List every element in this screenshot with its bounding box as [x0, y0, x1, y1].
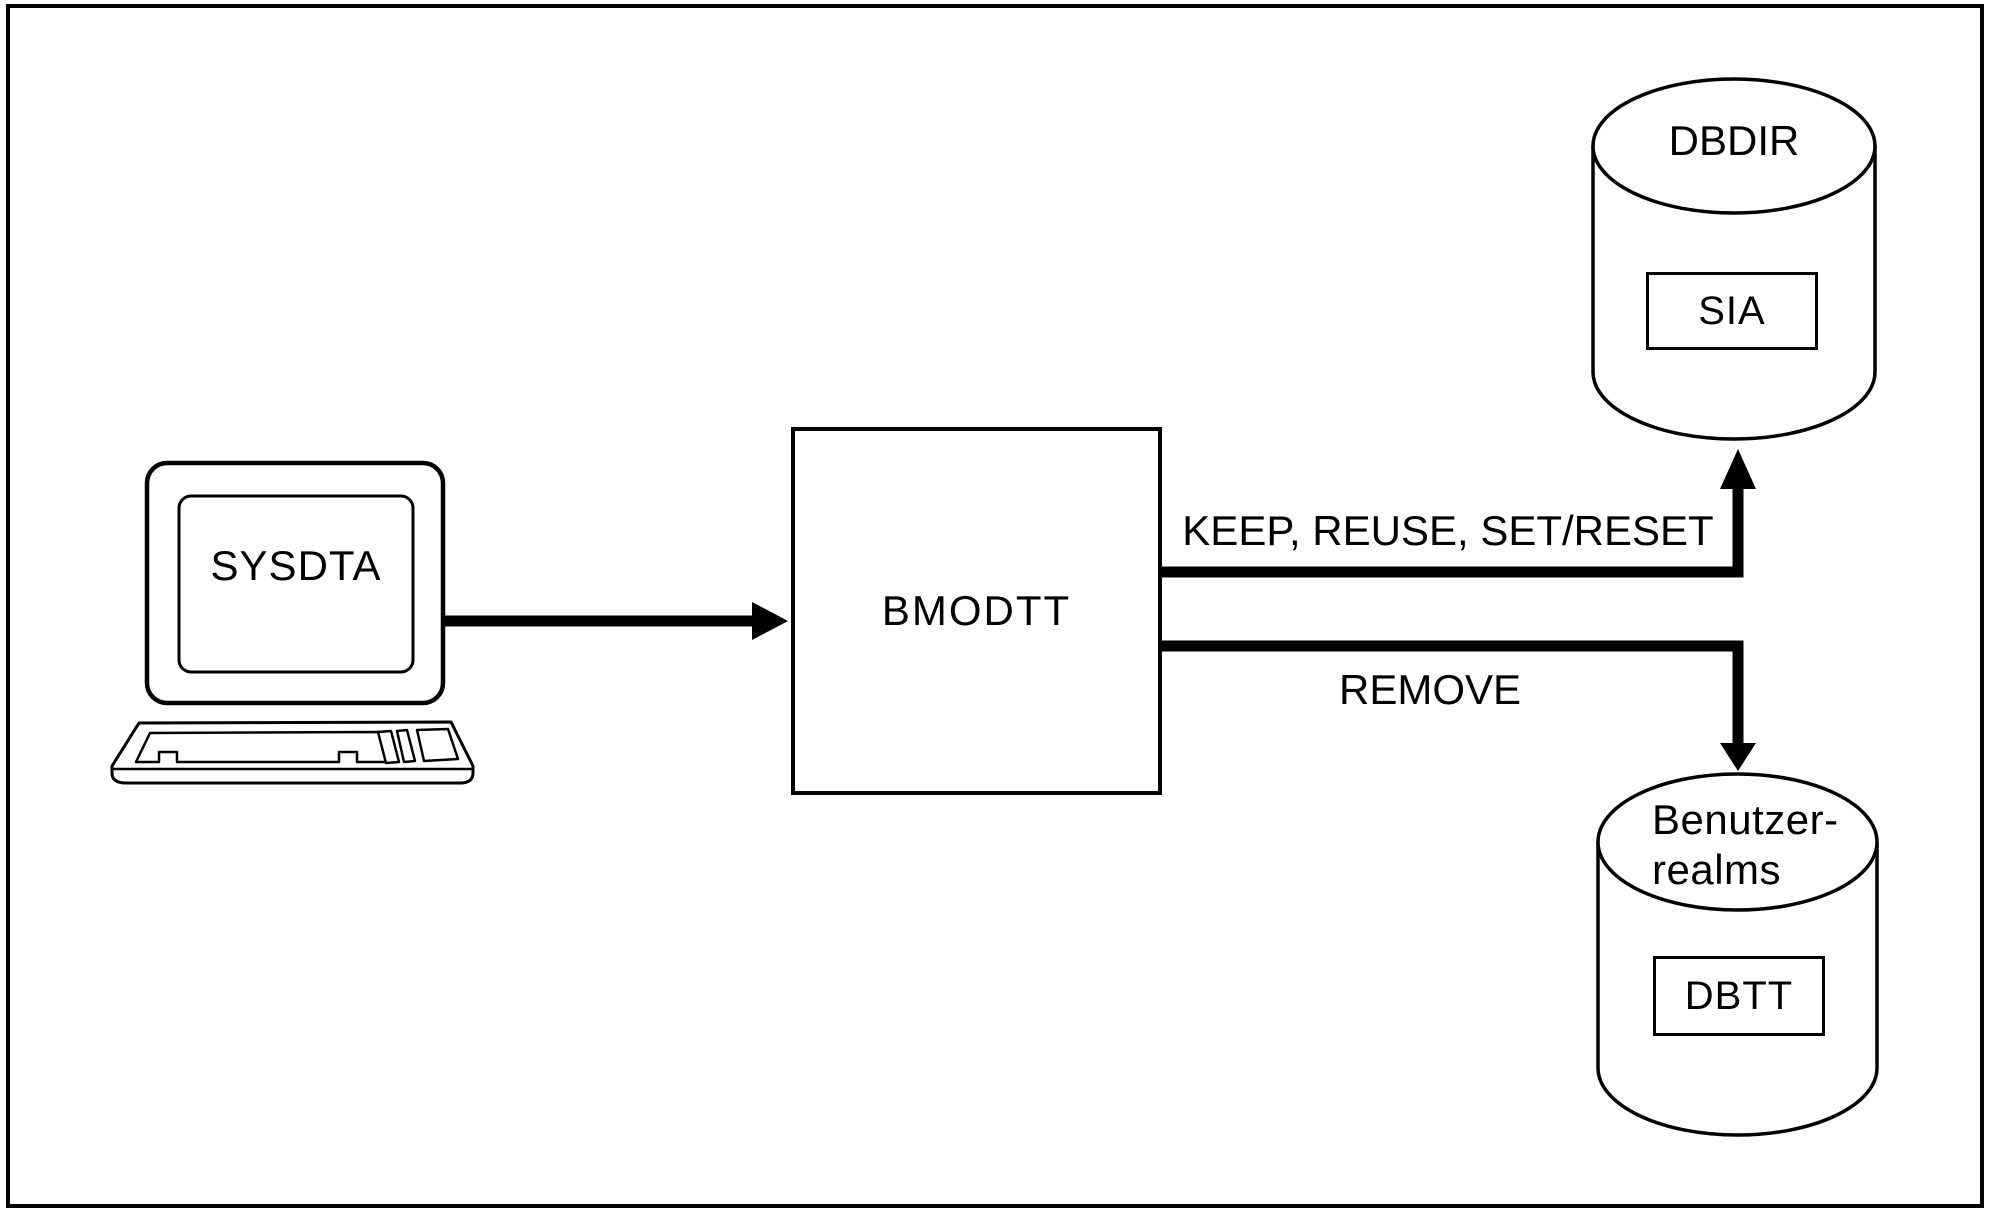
edge-terminal-to-program — [445, 602, 788, 640]
sia-box: SIA — [1646, 272, 1818, 350]
arrowhead-down-icon — [1720, 743, 1756, 771]
realms-label-line1: Benutzer- — [1652, 796, 1839, 843]
edge-keep-line — [1162, 486, 1744, 578]
edge-remove-label: REMOVE — [1338, 666, 1522, 713]
program-label: BMODTT — [881, 587, 1072, 634]
outer-border — [6, 4, 1984, 1208]
edge-keep-label: KEEP, REUSE, SET/RESET — [1182, 507, 1714, 554]
dbtt-box: DBTT — [1653, 956, 1825, 1036]
realms-label: Benutzer- realms — [1652, 795, 1839, 895]
realms-cylinder-top — [1596, 772, 1879, 912]
monitor-screen-icon — [177, 494, 415, 674]
terminal-icon — [110, 460, 475, 785]
keyboard-key-strip1-icon — [376, 729, 401, 765]
edge-program-to-dbdir — [1162, 449, 1756, 578]
dbdir-label: DBDIR — [1668, 117, 1800, 164]
arrowhead-up-icon — [1720, 449, 1756, 489]
sia-label: SIA — [1698, 288, 1766, 333]
arrowhead-right-icon — [752, 602, 788, 640]
edge-remove-line — [1162, 640, 1744, 746]
keyboard-keypad-icon — [415, 727, 460, 763]
realms-label-line2: realms — [1652, 846, 1782, 893]
dbtt-label: DBTT — [1684, 973, 1794, 1018]
keyboard-key-strip2-icon — [395, 728, 417, 764]
dbdir-cylinder-top — [1591, 77, 1877, 215]
terminal-label: SYSDTA — [210, 542, 382, 589]
program-box: BMODTT — [791, 427, 1162, 795]
edge-program-to-realms — [1162, 640, 1756, 771]
